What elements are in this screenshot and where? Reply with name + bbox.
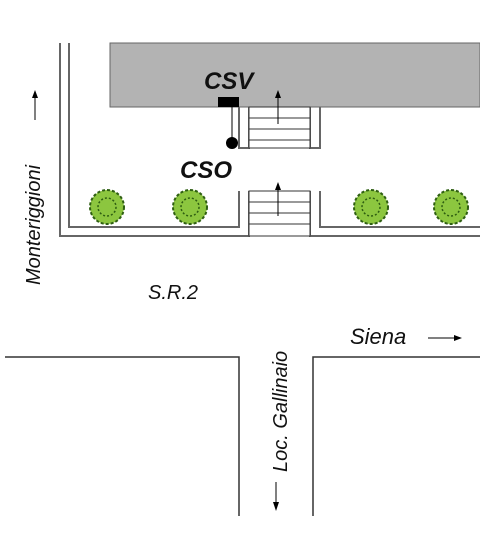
building	[109, 42, 480, 108]
left-road-label: Monteriggioni	[23, 164, 45, 285]
bottom-road-label: Loc. Gallinaio	[270, 351, 292, 472]
right-road-label: Siena	[350, 324, 406, 349]
bush-icon	[353, 189, 389, 225]
stairs-upper	[248, 90, 311, 149]
crossroad	[5, 356, 480, 516]
csv-label: CSV	[204, 68, 255, 95]
stairs-lower	[248, 182, 311, 237]
bush-icon	[89, 189, 125, 225]
cso-marker	[226, 137, 238, 149]
csv-marker	[218, 97, 239, 107]
cso-label: CSO	[180, 157, 232, 184]
road-label: S.R.2	[148, 282, 198, 304]
bush-icon	[433, 189, 469, 225]
bush-icon	[172, 189, 208, 225]
